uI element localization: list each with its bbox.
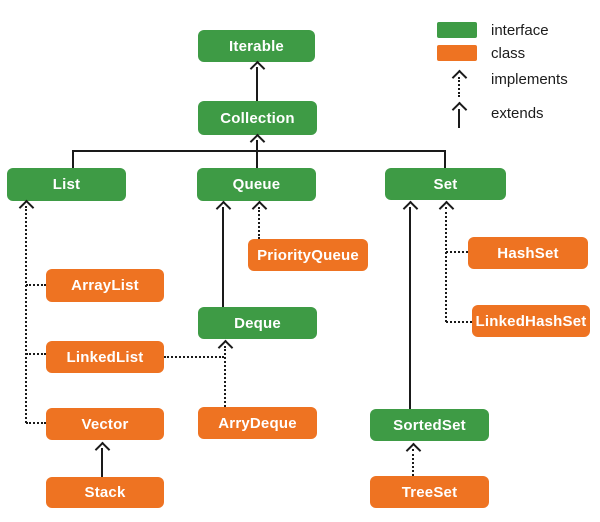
node-iterable-label: Iterable bbox=[229, 37, 284, 55]
edge-rail bbox=[72, 150, 446, 152]
legend-class-label: class bbox=[491, 45, 526, 62]
edge-linkedlist-stub bbox=[26, 353, 46, 355]
legend-interface-label: interface bbox=[491, 22, 549, 39]
legend-implements-arrow-stem bbox=[458, 77, 460, 97]
node-collection-label: Collection bbox=[220, 109, 295, 127]
node-linkedhashset-label: LinkedHashSet bbox=[475, 312, 587, 330]
node-iterable: Iterable bbox=[198, 30, 315, 62]
node-priorityqueue-label: PriorityQueue bbox=[257, 246, 359, 264]
node-treeset-label: TreeSet bbox=[401, 483, 458, 501]
node-linkedlist-label: LinkedList bbox=[66, 348, 144, 366]
node-hashset-label: HashSet bbox=[497, 244, 559, 262]
node-stack: Stack bbox=[46, 477, 164, 508]
edge-linkedhashset-stub bbox=[446, 321, 472, 323]
node-arrydeque-label: ArryDeque bbox=[218, 414, 297, 432]
edge-treeset-sortedset bbox=[412, 449, 414, 476]
edge-vector-stub bbox=[26, 422, 46, 424]
edge-list-rail bbox=[72, 150, 74, 168]
node-sortedset-label: SortedSet bbox=[393, 416, 466, 434]
node-queue: Queue bbox=[197, 168, 316, 201]
edge-set-rail bbox=[444, 150, 446, 168]
legend-implements-label: implements bbox=[491, 71, 568, 88]
node-arrydeque: ArryDeque bbox=[198, 407, 317, 439]
node-queue-label: Queue bbox=[232, 176, 281, 193]
edge-prioqueue-queue bbox=[258, 207, 260, 239]
node-vector: Vector bbox=[46, 408, 164, 440]
edge-stack-vector bbox=[101, 448, 103, 477]
node-treeset: TreeSet bbox=[370, 476, 489, 508]
node-linkedhashset: LinkedHashSet bbox=[472, 305, 590, 337]
legend-class-swatch bbox=[437, 45, 477, 61]
node-sortedset: SortedSet bbox=[370, 409, 489, 441]
node-hashset: HashSet bbox=[468, 237, 588, 269]
edge-arrydeque-deque bbox=[224, 346, 226, 407]
node-set-label: Set bbox=[433, 175, 458, 193]
node-list-label: List bbox=[52, 176, 81, 193]
node-deque-label: Deque bbox=[234, 314, 281, 332]
edge-linkedlist-deque bbox=[164, 356, 224, 358]
edge-hashset-stub bbox=[446, 251, 468, 253]
node-stack-label: Stack bbox=[84, 484, 126, 501]
node-list: List bbox=[7, 168, 126, 201]
node-linkedlist: LinkedList bbox=[46, 341, 164, 373]
legend-extends-arrow-stem bbox=[458, 109, 460, 128]
node-collection: Collection bbox=[198, 101, 317, 135]
legend-interface-swatch bbox=[437, 22, 477, 38]
node-set: Set bbox=[385, 168, 506, 200]
node-arraylist: ArrayList bbox=[46, 269, 164, 302]
edge-list-impl-chain bbox=[25, 206, 27, 423]
edge-arraylist-stub bbox=[26, 284, 46, 286]
node-vector-label: Vector bbox=[81, 415, 129, 433]
node-priorityqueue: PriorityQueue bbox=[248, 239, 368, 271]
edge-sortedset-set bbox=[409, 207, 411, 409]
edge-set-impl-chain bbox=[445, 207, 447, 322]
node-arraylist-label: ArrayList bbox=[71, 277, 139, 294]
node-deque: Deque bbox=[198, 307, 317, 339]
edge-queue-collection bbox=[256, 140, 258, 168]
legend-extends-label: extends bbox=[491, 105, 544, 122]
edge-collection-iterable bbox=[256, 67, 258, 101]
edge-deque-queue bbox=[222, 207, 224, 307]
